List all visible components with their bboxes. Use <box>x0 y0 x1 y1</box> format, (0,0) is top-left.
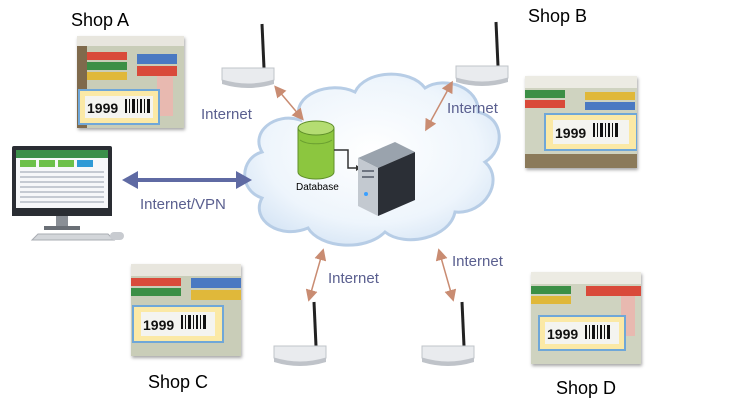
shop-d-photo: 1999 <box>531 272 641 364</box>
db-server-connector <box>334 149 356 169</box>
shop-c-label: Shop C <box>148 372 209 392</box>
price-tag-c: 1999 <box>143 317 174 333</box>
router-a-icon <box>221 23 275 88</box>
management-computer-icon <box>12 146 124 241</box>
internet-label-a: Internet <box>201 106 252 123</box>
router-d-icon <box>421 301 475 366</box>
shop-b-label: Shop B <box>528 6 588 26</box>
internet-links <box>274 80 457 302</box>
shop-a-label: Shop A <box>71 10 130 30</box>
price-tag-b: 1999 <box>555 125 586 141</box>
internet-label-d: Internet <box>452 253 503 270</box>
server-icon <box>358 142 415 216</box>
router-c-icon <box>273 301 327 366</box>
price-tag-a: 1999 <box>87 100 118 116</box>
router-b-icon <box>455 21 509 86</box>
shop-c-photo: 1999 <box>131 264 241 356</box>
shop-a-photo: 1999 <box>77 36 184 128</box>
internet-label-b: Internet <box>447 100 498 117</box>
shop-b-photo: 1999 <box>525 76 637 168</box>
internet-label-c: Internet <box>328 270 379 287</box>
database-icon <box>297 120 335 180</box>
database-label: Database <box>296 182 339 193</box>
price-tag-d: 1999 <box>547 326 578 342</box>
vpn-arrow <box>122 171 252 189</box>
vpn-label: Internet/VPN <box>140 196 226 213</box>
shop-d-label: Shop D <box>556 378 617 398</box>
